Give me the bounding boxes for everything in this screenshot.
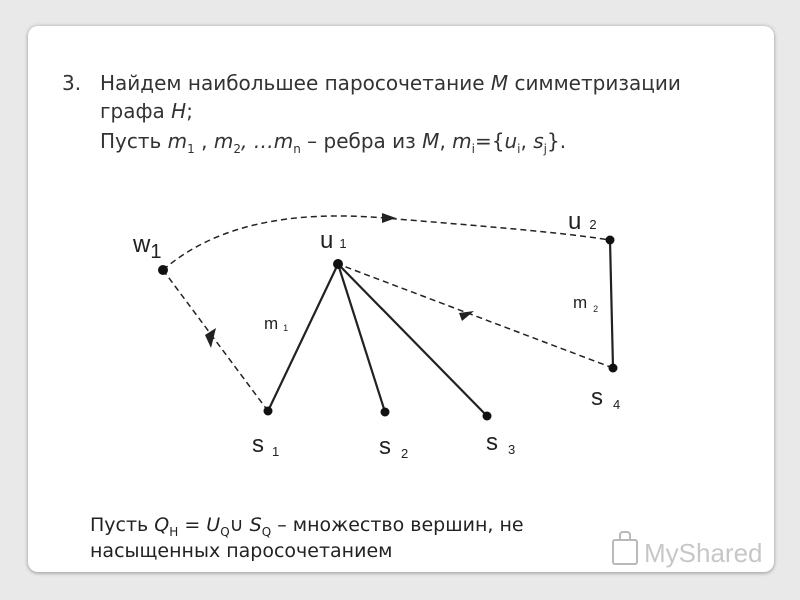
matching-symbol: M <box>490 71 509 95</box>
text-run: Найдем наибольшее паросочетание <box>100 71 491 95</box>
text-run: , <box>520 129 534 153</box>
set-symbol: S <box>249 514 262 536</box>
text-run: – множество вершин, не <box>271 514 524 536</box>
note-line-1: Пусть QH = UQ∪ SQ – множество вершин, не <box>90 512 710 538</box>
edge-symbol: m <box>452 129 472 153</box>
note-text: Пусть QH = UQ∪ SQ – множество вершин, не… <box>90 512 710 564</box>
subscript: 1 <box>187 142 195 156</box>
text-run: симметризации <box>508 71 681 95</box>
subscript: H <box>169 525 179 539</box>
subscript: Q <box>261 525 272 539</box>
item-line-3: Пусть m1 , m2, …mn – ребра из M, mi={ui,… <box>100 128 566 155</box>
subscript: i <box>471 142 475 156</box>
note-line-2: насыщенных паросочетанием <box>90 540 393 562</box>
edge-symbol: m <box>273 129 294 153</box>
edge-symbol: m <box>167 129 188 153</box>
subscript: j <box>543 142 547 156</box>
text-run: }. <box>546 129 567 153</box>
text-run: = <box>178 514 207 536</box>
text-run: – ребра из <box>300 129 423 153</box>
graph-symbol: H <box>171 99 187 123</box>
text-run: Пусть <box>90 514 155 536</box>
vertex-symbol: s <box>533 129 544 153</box>
text-run: графа <box>100 99 172 123</box>
text-run: , <box>194 129 214 153</box>
briefcase-icon <box>612 531 638 565</box>
matching-symbol: M <box>422 129 440 153</box>
watermark-text: MyShared <box>644 538 763 568</box>
text-run: , <box>439 129 453 153</box>
item-line-1: Найдем наибольшее паросочетание M симмет… <box>100 70 681 97</box>
subscript: 2 <box>233 142 241 156</box>
item-line-2: графа H; <box>100 98 193 125</box>
text-run: Пусть <box>100 129 168 153</box>
union-symbol: ∪ <box>229 514 244 536</box>
watermark: MyShared <box>612 531 763 569</box>
subscript: n <box>293 142 301 156</box>
subscript: Q <box>220 525 230 539</box>
text-run: , … <box>241 129 274 153</box>
item-number: 3. <box>62 71 82 95</box>
set-symbol: U <box>206 514 221 536</box>
subscript: i <box>517 142 521 156</box>
text-run: ; <box>186 99 193 123</box>
set-symbol: Q <box>154 514 170 536</box>
vertex-symbol: u <box>504 129 518 153</box>
edge-symbol: m <box>213 129 234 153</box>
text-run: ={ <box>474 129 505 153</box>
